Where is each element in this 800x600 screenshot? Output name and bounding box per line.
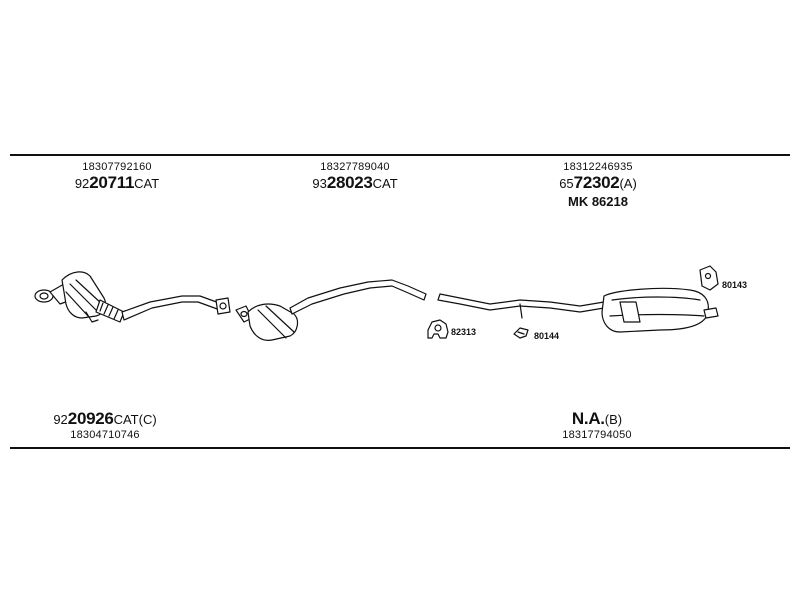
part-number: 9220711CAT xyxy=(74,173,160,192)
label-rear-muffler: 18312246935 6572302(A) MK 86218 xyxy=(523,161,673,209)
label-middle-pipe: N.A.(B) 18317794050 xyxy=(522,409,672,441)
part-number: 9220926CAT(C) xyxy=(53,409,157,428)
bottom-divider xyxy=(10,447,790,449)
gasket-part xyxy=(427,319,449,339)
part-number: 6572302(A) xyxy=(559,173,637,192)
gasket-code: 82313 xyxy=(451,327,477,337)
inlet-flange-left-hole xyxy=(39,292,49,300)
mounting-kit-number: MK 86218 xyxy=(568,194,628,209)
hanger-detail xyxy=(517,331,525,335)
rubber-mount-part xyxy=(699,265,719,291)
oem-number: 18304710746 xyxy=(70,429,140,441)
rear-muffler-seams xyxy=(609,296,705,317)
flex-joint-braid xyxy=(99,302,119,320)
label-middle-catalyst: 18327789040 9328023CAT xyxy=(280,161,430,193)
front-pipe-tube xyxy=(121,295,223,321)
flex-joint xyxy=(95,299,125,323)
label-downpipe-catalyst: 9220926CAT(C) 18304710746 xyxy=(30,409,180,441)
middle-cat-inlet-hole xyxy=(240,310,248,318)
rubber-mount-code: 80143 xyxy=(722,280,748,290)
front-catalyst-ribs xyxy=(65,279,103,317)
rear-muffler-heat-shield xyxy=(619,301,641,323)
middle-catalyst-part xyxy=(235,279,427,341)
front-pipe-outlet-hole xyxy=(219,302,227,310)
oem-number: 18327789040 xyxy=(320,161,390,173)
rear-muffler-part xyxy=(437,287,719,333)
middle-catalyst-ribs xyxy=(257,305,295,339)
part-number: 9328023CAT xyxy=(312,173,398,192)
middle-pipe-tube xyxy=(289,279,427,315)
oem-number: 18307792160 xyxy=(82,161,152,173)
part-number: N.A.(B) xyxy=(571,409,623,428)
rubber-mount-hole xyxy=(704,272,712,280)
rear-muffler-body xyxy=(601,287,709,333)
label-front-catalyst: 18307792160 9220711CAT xyxy=(42,161,192,193)
hanger-part xyxy=(513,327,529,339)
gasket-hole xyxy=(434,324,442,332)
hanger-code: 80144 xyxy=(534,331,560,341)
front-catalyst-bracket xyxy=(85,311,99,323)
oem-number: 18312246935 xyxy=(563,161,633,173)
rear-pipe-hanger-rod xyxy=(519,303,523,319)
oem-number: 18317794050 xyxy=(562,429,632,441)
tail-pipe-tip xyxy=(703,307,719,319)
front-catalyst-part xyxy=(34,271,231,323)
top-divider xyxy=(10,154,790,156)
